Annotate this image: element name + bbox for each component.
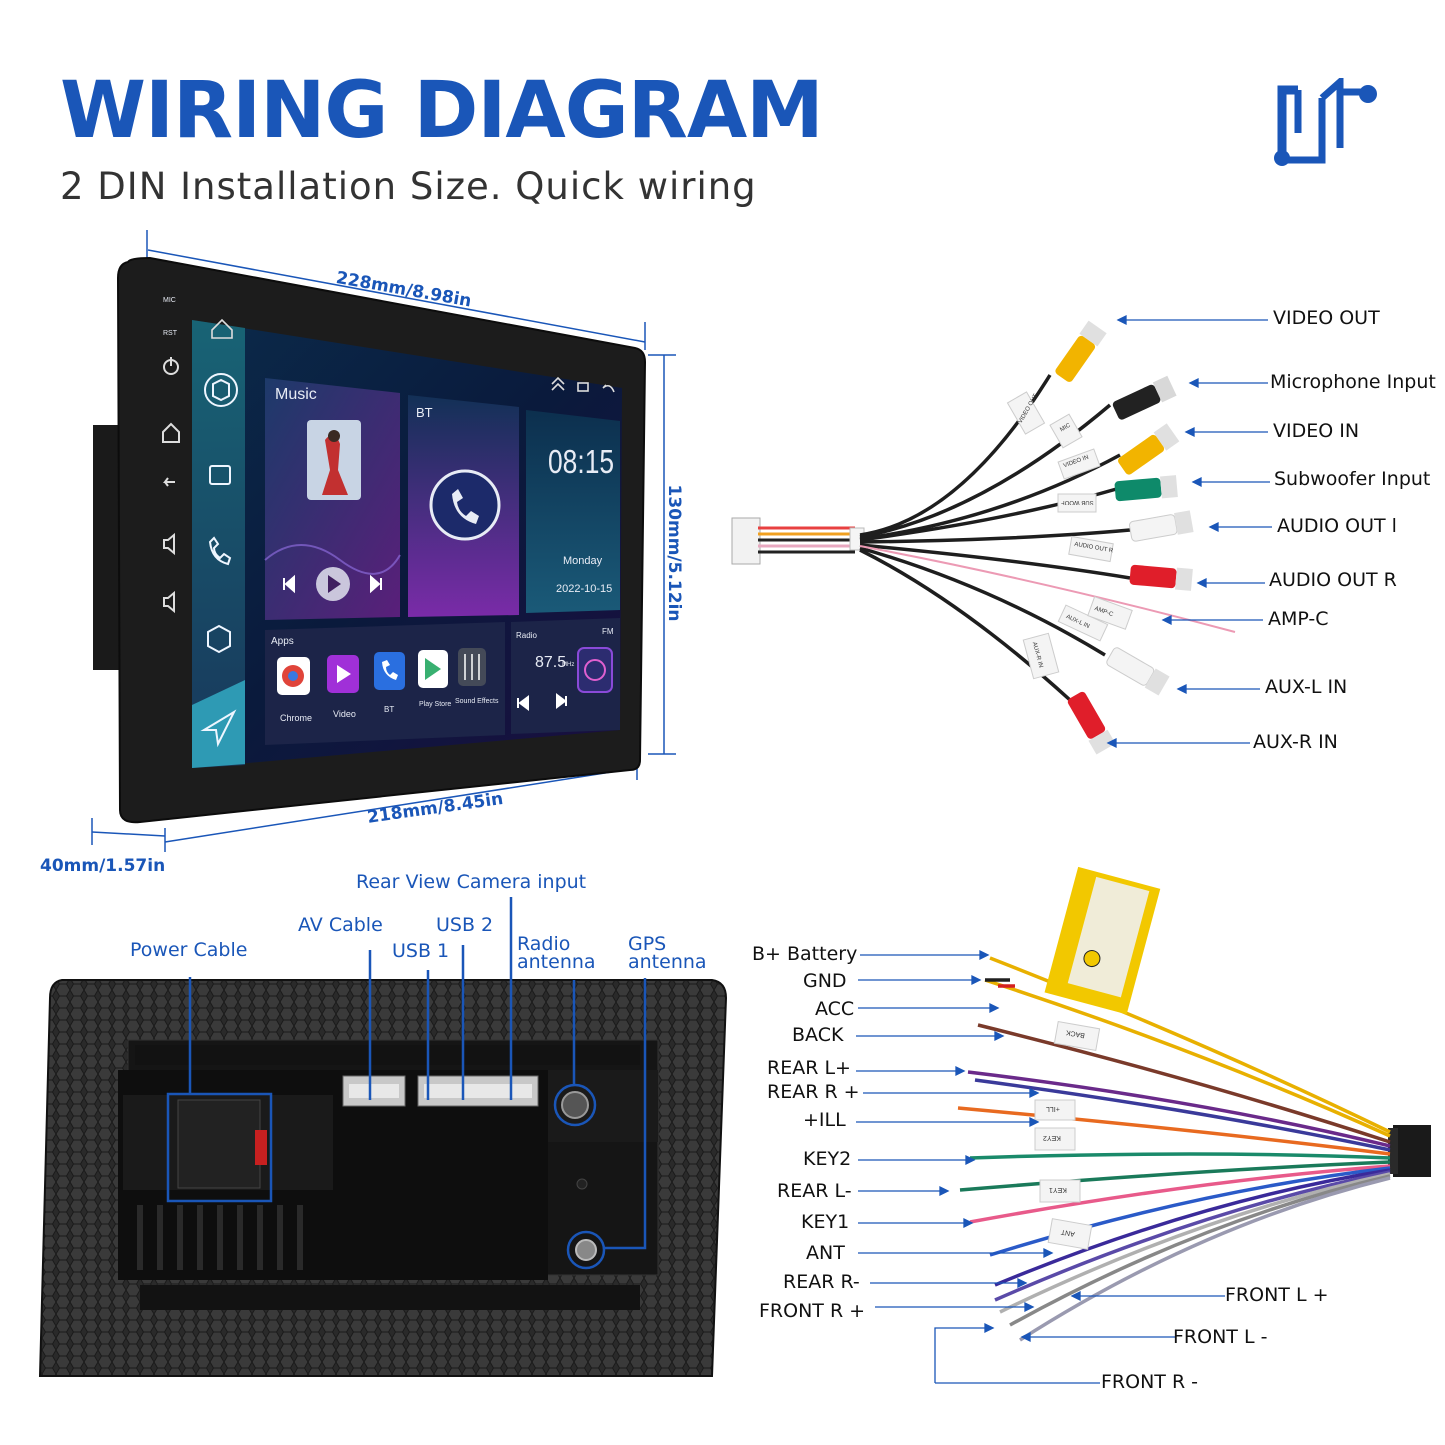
- back-label-gps: GPS: [628, 933, 667, 955]
- page-title: WIRING DIAGRAM: [60, 66, 824, 156]
- rca-label-audio-out-l: AUDIO OUT l: [1277, 515, 1397, 537]
- harness-label-rear-r-plus: REAR R +: [767, 1081, 860, 1103]
- app-label-play-store: Play Store: [419, 701, 452, 708]
- harness-label-gnd: GND: [803, 970, 847, 992]
- back-label-radio-antenna: antenna: [517, 951, 596, 973]
- harness-label-acc: ACC: [815, 998, 855, 1020]
- harness-label-b-battery: B+ Battery: [752, 943, 858, 965]
- back-label-power-cable: Power Cable: [130, 939, 248, 961]
- back-label-usb2: USB 2: [436, 914, 494, 936]
- rca-label-aux-l-in: AUX-L IN: [1265, 676, 1348, 698]
- harness-label-key1: KEY1: [801, 1211, 850, 1233]
- harness-label-back: BACK: [792, 1024, 844, 1046]
- back-label-av-cable: AV Cable: [298, 914, 383, 936]
- rca-label-microphone-input: Microphone Input: [1270, 371, 1436, 393]
- mic-label: MIC: [163, 297, 176, 304]
- harness-label-front-l-plus: FRONT L +: [1225, 1284, 1329, 1306]
- back-label-radio: Radio: [517, 933, 571, 955]
- radio-frequency: 87.5: [535, 654, 567, 671]
- harness-tag-key1: KEY1: [1049, 1186, 1067, 1193]
- radio-unit: MHz: [562, 662, 575, 668]
- rca-label-video-in: VIDEO IN: [1273, 420, 1360, 442]
- harness-label-rear-r-minus: REAR R-: [783, 1271, 860, 1293]
- back-label-gps-antenna: antenna: [628, 951, 707, 973]
- app-label-video: Video: [333, 709, 356, 719]
- harness-label-front-r-minus: FRONT R -: [1101, 1371, 1199, 1393]
- harness-label-front-l-minus: FRONT L -: [1173, 1326, 1268, 1348]
- harness-tag-ill: +ILL: [1046, 1105, 1060, 1112]
- bt-card-title: BT: [416, 405, 433, 420]
- back-label-rear-camera: Rear View Camera input: [356, 871, 587, 893]
- music-note-logo-icon: [1274, 78, 1377, 166]
- clock-time: 08:15: [548, 443, 615, 480]
- back-label-usb1: USB 1: [392, 940, 450, 962]
- harness-label-rear-l-plus: REAR L+: [767, 1057, 851, 1079]
- harness-label-ill: +ILL: [803, 1109, 846, 1131]
- rst-label: RST: [163, 330, 177, 337]
- rca-label-audio-out-r: AUDIO OUT R: [1269, 569, 1397, 591]
- harness-label-rear-l-minus: REAR L-: [777, 1180, 852, 1202]
- app-label-chrome: Chrome: [280, 713, 313, 723]
- rca-plugs: [1055, 320, 1194, 755]
- harness-label-front-r-plus: FRONT R +: [759, 1300, 866, 1322]
- apps-card-title: Apps: [271, 636, 294, 647]
- clock-day: Monday: [563, 555, 603, 567]
- app-label-bt: BT: [384, 705, 395, 714]
- rca-label-video-out: VIDEO OUT: [1273, 307, 1380, 329]
- rca-label-amp-c: AMP-C: [1268, 608, 1329, 630]
- page-subtitle: 2 DIN Installation Size. Quick wiring: [60, 165, 757, 208]
- rca-label-subwoofer-input: Subwoofer Input: [1274, 468, 1431, 490]
- harness-label-ant: ANT: [806, 1242, 845, 1264]
- harness-tag-key2: KEY2: [1043, 1134, 1061, 1141]
- rca-label-aux-r-in: AUX-R IN: [1253, 731, 1338, 753]
- music-card-title: Music: [275, 386, 317, 403]
- dimension-depth: 40mm/1.57in: [40, 856, 166, 876]
- radio-band: FM: [602, 627, 614, 636]
- clock-date: 2022-10-15: [556, 583, 613, 595]
- radio-card-title: Radio: [516, 631, 537, 640]
- app-label-sound-effects: Sound Effects: [455, 698, 499, 705]
- harness-label-key2: KEY2: [803, 1148, 852, 1170]
